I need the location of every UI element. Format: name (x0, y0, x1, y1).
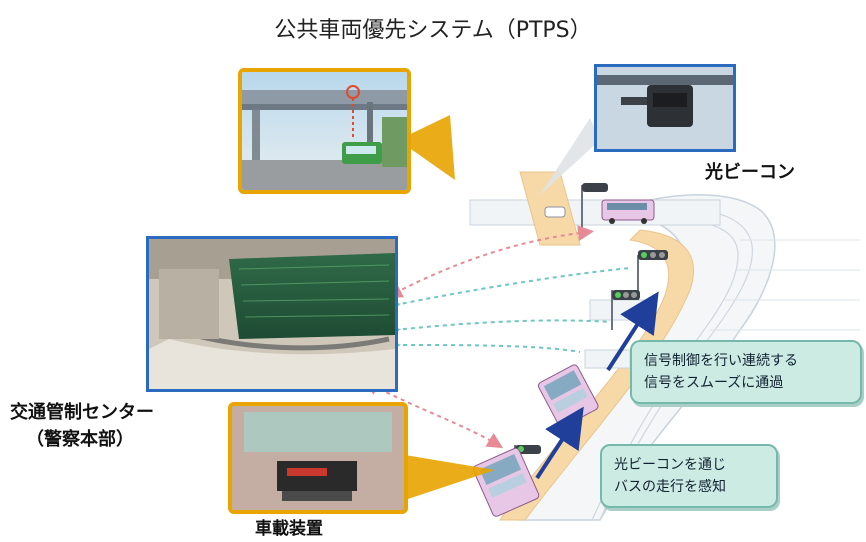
beacon-photo (594, 64, 736, 152)
signal-control-callout: 信号制御を行い連続する 信号をスムーズに通過 (630, 340, 862, 404)
beacon-label: 光ビーコン (705, 162, 795, 183)
police-hq-label: （警察本部） (26, 429, 134, 450)
onboard-device-label: 車載装置 (255, 519, 323, 539)
onboard-device-photo (228, 402, 408, 514)
signal-callout-line1: 信号制御を行い連続する (644, 353, 798, 369)
bus-bottom (472, 447, 540, 517)
beacon-callout-line2: バスの走行を感知 (614, 479, 726, 495)
control-center-label: 交通管制センター (10, 402, 154, 423)
communication-arrows (363, 225, 631, 449)
bus-top (601, 199, 655, 224)
page-title: 公共車両優先システム（PTPS） (274, 18, 592, 43)
onboard-photo-pointer (405, 455, 495, 500)
beacon-photo-pointer (540, 118, 600, 195)
control-center-photo (146, 236, 398, 392)
signal-callout-line2: 信号をスムーズに通過 (644, 375, 784, 391)
beacon-callout-line1: 光ビーコンを通じ (614, 457, 726, 473)
street-photo-pointer (398, 115, 455, 180)
beacon-detection-callout: 光ビーコンを通じ バスの走行を感知 (600, 444, 778, 508)
street-photo (238, 68, 411, 194)
direction-arrow-upper (606, 291, 659, 372)
direction-arrow-lower (535, 406, 584, 480)
